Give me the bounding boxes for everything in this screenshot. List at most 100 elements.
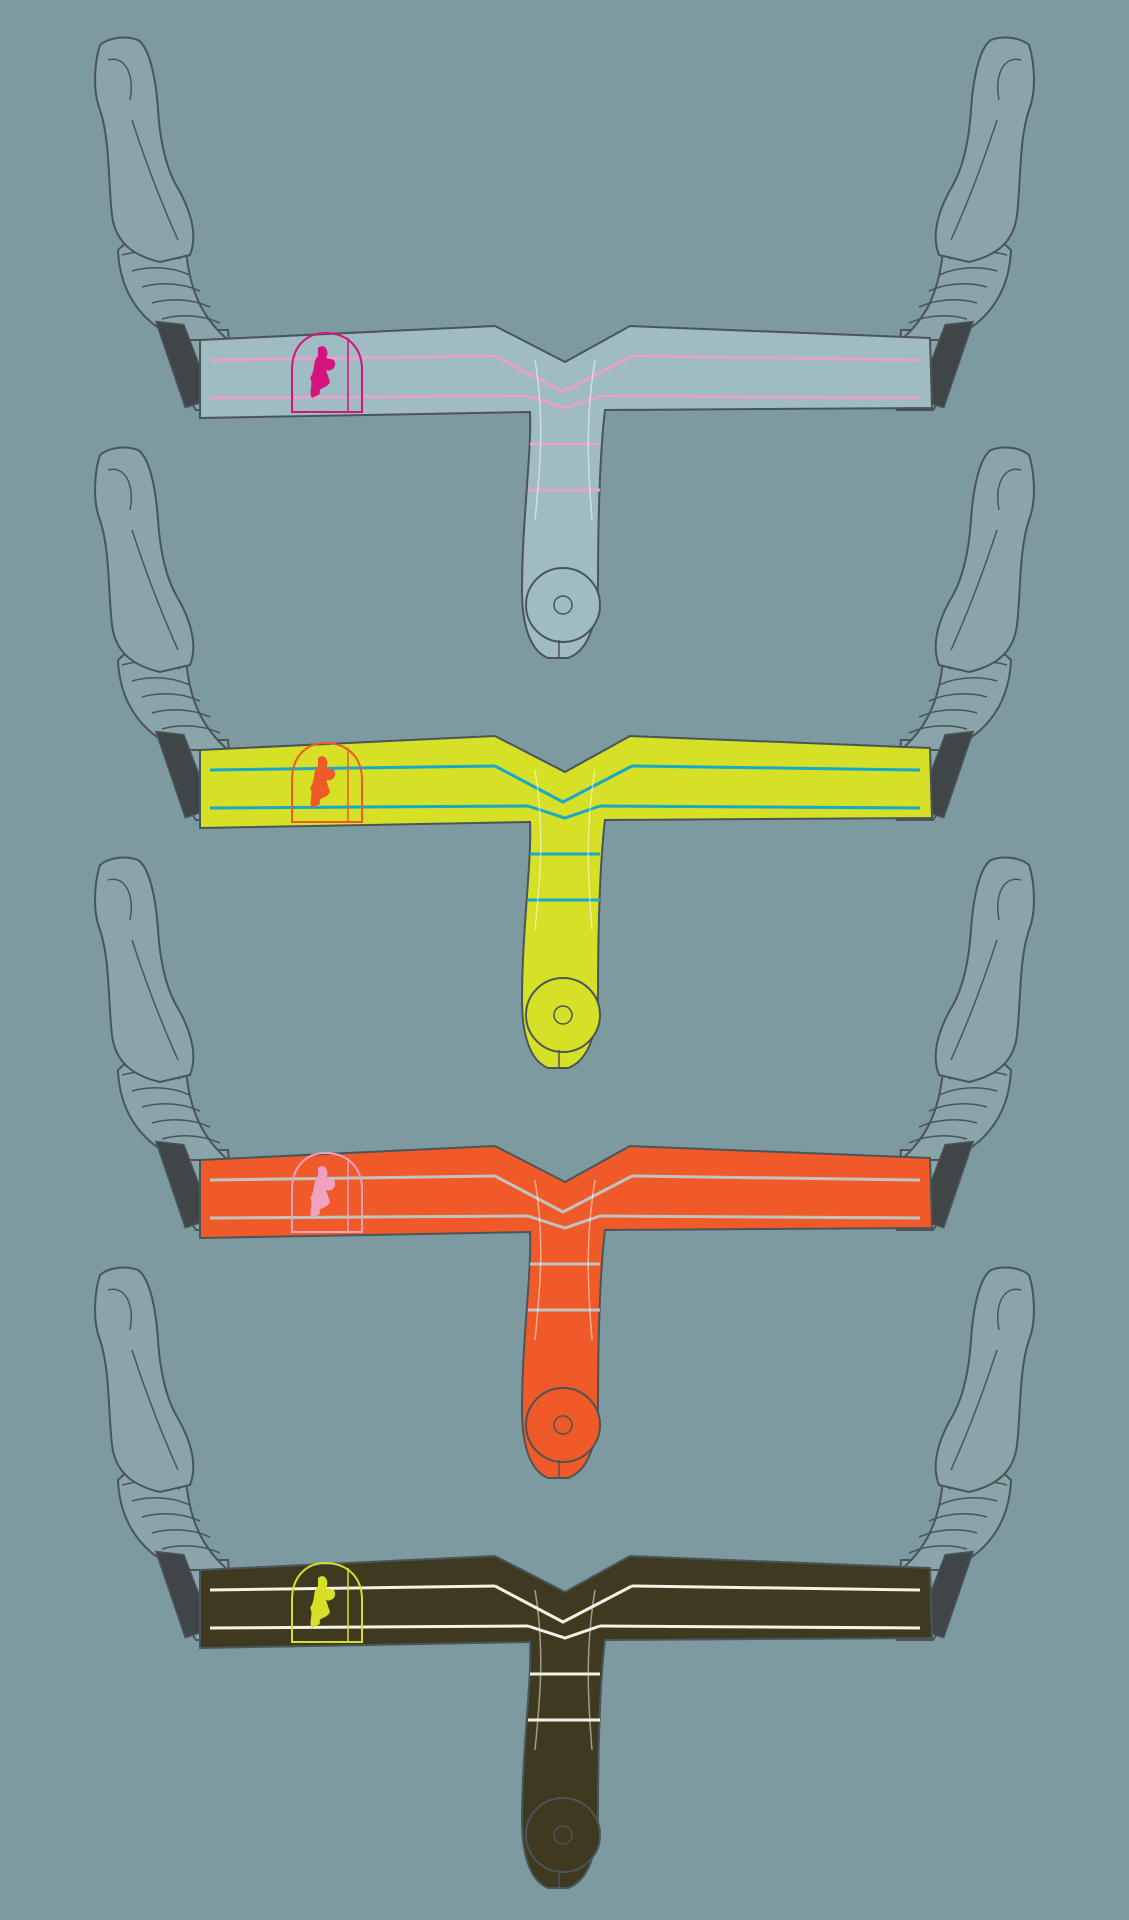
handlebar-dark-brown — [94, 1266, 1035, 1889]
tape-wrap-line — [161, 725, 221, 734]
stem-clamp — [525, 977, 601, 1053]
tape-wrap-line — [141, 693, 201, 702]
right-drop — [894, 856, 1035, 1231]
badge-icon — [291, 741, 363, 823]
stripe — [209, 764, 496, 772]
hood-contour-line — [107, 468, 132, 511]
prancing-horse-icon — [310, 346, 336, 398]
left-brake-hood — [94, 1266, 195, 1494]
badge-outline — [291, 1561, 363, 1643]
tape-wrap-line — [908, 315, 968, 324]
highlight-line — [534, 1179, 542, 1341]
tape-wrap-line — [908, 1135, 968, 1144]
hood-contour-line — [107, 878, 132, 921]
hood-contour-line — [107, 58, 132, 101]
badge-icon — [291, 1151, 363, 1233]
badge-outline — [291, 331, 363, 413]
highlight-line — [587, 1589, 596, 1751]
stripe — [494, 764, 633, 804]
hood-contour-line — [950, 939, 998, 1061]
stripe — [494, 1174, 633, 1214]
left-brake-hood — [94, 856, 195, 1084]
tape-wrap-line — [151, 709, 211, 718]
tape-wrap-line — [161, 315, 221, 324]
stem-clamp — [525, 1797, 601, 1873]
stripe — [494, 354, 633, 394]
tape-wrap-line — [928, 693, 988, 702]
tape-wrap-line — [131, 267, 191, 276]
tape-wrap-line — [908, 1545, 968, 1554]
highlight-line — [534, 769, 542, 931]
tape-wrap-line — [918, 299, 978, 308]
hood-contour-line — [997, 468, 1022, 511]
stripe — [209, 804, 529, 810]
tape-wrap-line — [918, 1529, 978, 1538]
hood-contour-line — [950, 119, 998, 241]
stem-bolt-icon — [553, 1825, 573, 1845]
stripe — [209, 1624, 529, 1630]
hood-contour-line — [131, 119, 179, 241]
highlight-line — [534, 1589, 542, 1751]
hood-contour-line — [997, 878, 1022, 921]
stripe — [494, 1584, 633, 1624]
left-brake-hood — [94, 446, 195, 674]
prancing-horse-icon — [310, 1166, 336, 1218]
tape-wrap-line — [938, 677, 998, 686]
right-brake-hood — [934, 1266, 1035, 1494]
badge-outline — [291, 1151, 363, 1233]
tape-wrap-line — [161, 1135, 221, 1144]
hood-contour-line — [997, 1288, 1022, 1331]
prancing-horse-icon — [310, 756, 336, 808]
highlight-line — [534, 359, 542, 521]
right-brake-hood — [934, 36, 1035, 264]
stripe — [631, 1584, 921, 1592]
stripe — [209, 394, 529, 400]
stem-bolt-icon — [553, 1415, 573, 1435]
handlebar-body — [199, 734, 934, 1069]
highlight-line — [587, 1179, 596, 1341]
stripe — [209, 1584, 496, 1592]
tape-wrap-line — [928, 1103, 988, 1112]
tape-wrap-line — [141, 1513, 201, 1522]
hood-contour-line — [997, 58, 1022, 101]
handlebar-stack — [94, 36, 1035, 1889]
highlight-line — [587, 769, 596, 931]
stripe — [209, 354, 496, 362]
tape-wrap-line — [151, 1119, 211, 1128]
highlight-line — [587, 359, 596, 521]
tape-wrap-line — [151, 299, 211, 308]
tape-wrap-line — [151, 1529, 211, 1538]
tape-wrap-line — [938, 1497, 998, 1506]
tape-wrap-line — [161, 1545, 221, 1554]
stripe — [631, 354, 921, 362]
stem-bolt-icon — [553, 595, 573, 615]
stripe — [631, 1174, 921, 1182]
hood-contour-line — [107, 1288, 132, 1331]
tape-wrap-line — [141, 283, 201, 292]
tape-wrap-line — [928, 1513, 988, 1522]
tape-wrap-line — [908, 725, 968, 734]
stripe — [599, 1214, 921, 1220]
right-brake-hood — [934, 446, 1035, 674]
badge-icon — [291, 331, 363, 413]
tape-wrap-line — [938, 267, 998, 276]
handlebar-light-blue — [94, 36, 1035, 659]
hood-contour-line — [131, 529, 179, 651]
stripe — [599, 394, 921, 400]
stripe — [209, 1174, 496, 1182]
tape-wrap-line — [918, 709, 978, 718]
tape-wrap-line — [141, 1103, 201, 1112]
handlebar-body — [199, 1554, 934, 1889]
tape-wrap-line — [938, 1087, 998, 1096]
stem-clamp — [525, 1387, 601, 1463]
handlebar-lime — [94, 446, 1035, 1069]
stripe — [599, 1624, 921, 1630]
tape-wrap-line — [131, 1087, 191, 1096]
prancing-horse-icon — [310, 1576, 336, 1628]
hood-contour-line — [950, 1349, 998, 1471]
badge-icon — [291, 1561, 363, 1643]
handlebar-body — [199, 324, 934, 659]
badge-outline — [291, 741, 363, 823]
tape-wrap-line — [918, 1119, 978, 1128]
